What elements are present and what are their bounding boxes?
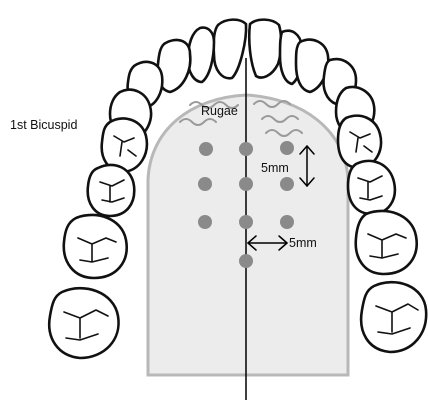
marker-point-r3c1 [198,215,212,229]
vertical-spacing-label: 5mm [261,161,289,175]
posterior-teeth-left [49,118,147,358]
marker-point-r2c1 [198,177,212,191]
marker-point-r1c2 [239,142,253,156]
central-incisor-left [214,20,246,79]
marker-point-r3c2 [239,215,253,229]
marker-point-r2c3 [280,177,294,191]
marker-point-r1c1 [199,142,213,156]
posterior-teeth-right [338,116,426,352]
horizontal-spacing-label: 5mm [289,236,317,250]
marker-point-r3c3 [280,215,294,229]
rugae-label: Rugae [201,104,238,118]
palate-region [148,95,348,375]
tooth-label: 1st Bicuspid [10,118,77,132]
lateral-incisor-left [188,28,214,82]
marker-point-extra [239,254,253,268]
marker-point-r1c3 [280,141,294,155]
marker-point-r2c2 [239,177,253,191]
central-incisor-right [249,20,281,78]
